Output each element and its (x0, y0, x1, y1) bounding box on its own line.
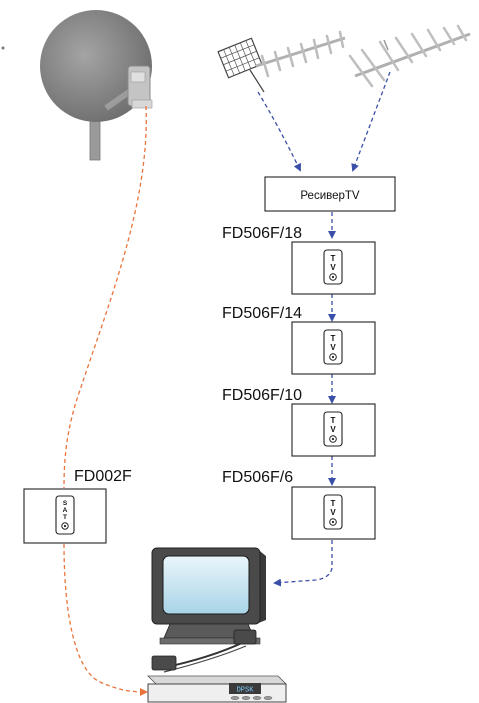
outlet-model-label: FD506F/6 (222, 469, 293, 486)
outlet-model-label: FD506F/18 (222, 225, 302, 242)
tv-signal-lines (257, 71, 391, 587)
socket-letter: V (330, 508, 336, 517)
tv-outlet: FD506F/14 T V (222, 305, 376, 375)
receiver-label: РесиверTV (300, 190, 360, 202)
scart-cable-icon (151, 629, 257, 673)
socket-letter: T (331, 416, 336, 425)
tv-outlet: FD506F/6 T V (222, 469, 376, 540)
sat-outlet: FD002F S A T (23, 468, 132, 544)
satellite-dish-icon (1, 10, 153, 161)
dish-to-sat-outlet-line (63, 105, 147, 489)
set-top-box-icon: DPSK (147, 675, 287, 703)
tv-outlet: FD506F/10 T V (222, 387, 376, 457)
socket-letter: T (331, 254, 336, 263)
receiver-box: РесиверTV (264, 176, 396, 212)
socket-letter: T (331, 499, 336, 508)
tv-socket-icon: T V (323, 329, 343, 365)
tv-socket-icon: T V (323, 411, 343, 447)
socket-letter: V (330, 343, 336, 352)
socket-letter: S (63, 500, 68, 507)
sat-outlet-to-stb-line (63, 543, 148, 696)
outlet-model-label: FD506F/10 (222, 387, 302, 404)
tv-socket-icon: T V (323, 249, 343, 285)
socket-letter: T (331, 334, 336, 343)
sat-signal-lines (63, 105, 148, 696)
socket-letter: A (63, 507, 68, 514)
outlet-model-label: FD506F/14 (222, 305, 302, 322)
sat-outlet-model-label: FD002F (74, 468, 132, 485)
outlet-to-tv-line (273, 540, 333, 587)
tv-monitor-icon (151, 547, 266, 645)
socket-letter: V (330, 263, 336, 272)
antenna-to-receiver-line-1 (257, 91, 301, 172)
socket-letter: V (330, 425, 336, 434)
tv-socket-icon: T V (323, 494, 343, 530)
sat-socket-icon: S A T (55, 495, 75, 535)
yagi-antenna-icon (348, 24, 471, 88)
stb-display: DPSK (237, 687, 255, 695)
grid-antenna-icon (217, 30, 346, 93)
socket-letter: T (63, 514, 67, 521)
antenna-to-receiver-line-2 (351, 71, 391, 172)
tv-outlet: FD506F/18 T V (222, 225, 376, 295)
